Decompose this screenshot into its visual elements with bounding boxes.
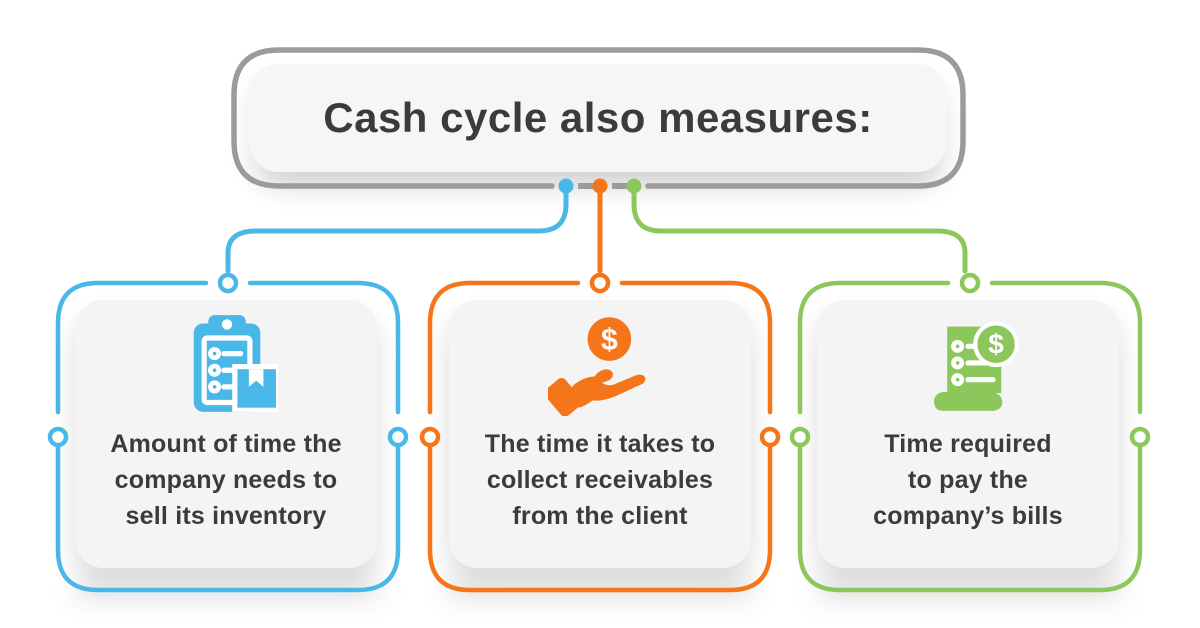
card-bills-text: Time required to pay the company’s bills <box>873 430 1063 530</box>
card-shadow <box>814 584 1126 600</box>
dollar-sign-glyph: $ <box>601 323 618 356</box>
card-inventory: Amount of time the company needs to sell… <box>75 300 377 568</box>
clipboard-inventory-icon <box>193 315 278 412</box>
title-box: Cash cycle also measures: <box>249 64 947 172</box>
card-receivables: $ The time it takes to collect receivabl… <box>449 300 751 568</box>
card-shadow <box>72 584 384 600</box>
hand-coin-icon: $ <box>548 317 646 416</box>
connector-line-green <box>631 187 968 274</box>
dollar-sign-glyph: $ <box>988 329 1004 360</box>
card-bills: $ Time required to pay the company’s bil… <box>817 300 1119 568</box>
connector-line-blue <box>225 187 569 274</box>
bill-dollar-icon: $ <box>934 321 1019 411</box>
card-shadow <box>444 584 756 600</box>
page-title: Cash cycle also measures: <box>323 94 873 141</box>
card-inventory-text: Amount of time the company needs to sell… <box>110 430 342 530</box>
card-receivables-text: The time it takes to collect receivables… <box>484 430 716 530</box>
